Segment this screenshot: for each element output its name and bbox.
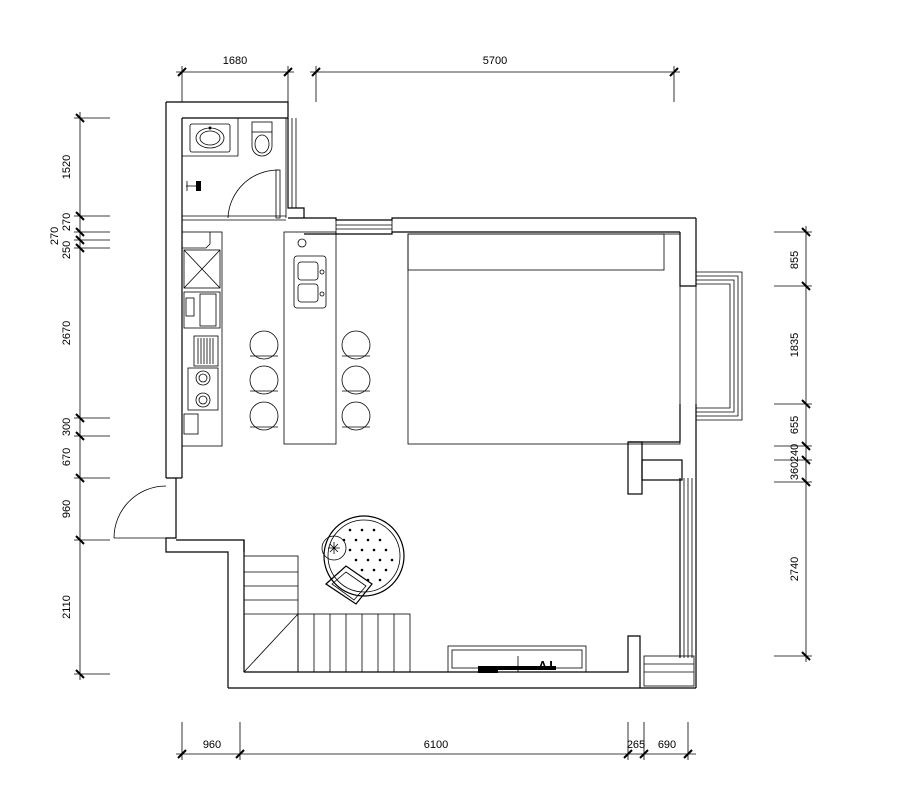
bathroom [182,118,393,235]
outer-walls [113,101,697,689]
fridge-icon [183,249,221,289]
shower-icon [186,181,201,191]
dim-left-5: 2670 [61,321,73,345]
dimension-bottom: 960 6100 265 690 [176,722,696,760]
dim-right-4: 240 [789,444,801,462]
dim-left-9: 2110 [61,595,73,619]
dim-top-1: 1680 [223,55,247,67]
staircase [243,555,411,673]
dim-bottom-4: 690 [658,739,676,751]
dim-right-2: 1835 [789,333,801,357]
dim-top-2: 5700 [483,55,507,67]
balcony-window [695,271,743,421]
dim-left-4: 250 [61,241,73,259]
bed [407,233,681,445]
dim-right-3: 655 [789,416,801,434]
tv-label: TV [538,658,555,673]
island-sink-icon [293,255,327,309]
stove-icon [187,367,219,411]
dim-left-8: 960 [61,500,73,518]
bar-stools [249,330,371,431]
right-columns [627,441,695,687]
kitchen-island [283,231,337,445]
sink-icon [189,123,231,153]
dim-bottom-1: 960 [203,739,221,751]
tv-cabinet: TV [447,645,587,673]
dim-left-3: 270 [49,227,61,245]
lounge-chair-table [321,515,405,605]
dimension-top: 1680 5700 [176,55,680,102]
toilet-icon [251,121,273,157]
dim-left-1: 1520 [61,155,73,179]
dim-bottom-2: 6100 [424,739,448,751]
dimension-right: 855 1835 655 240 360 2740 [774,226,812,662]
dim-bottom-3: 265 [627,739,645,751]
pattern [342,528,394,582]
dim-left-2: 270 [61,213,73,231]
dim-right-1: 855 [789,251,801,269]
dim-right-5: 360 [789,462,801,480]
kitchen-counter [181,231,223,447]
dimension-left: 1520 270 270 250 2670 300 670 960 2110 [49,112,110,680]
dim-left-6: 300 [61,418,73,436]
oven-icon [183,291,221,329]
dim-left-7: 670 [61,448,73,466]
dim-right-6: 2740 [789,557,801,581]
